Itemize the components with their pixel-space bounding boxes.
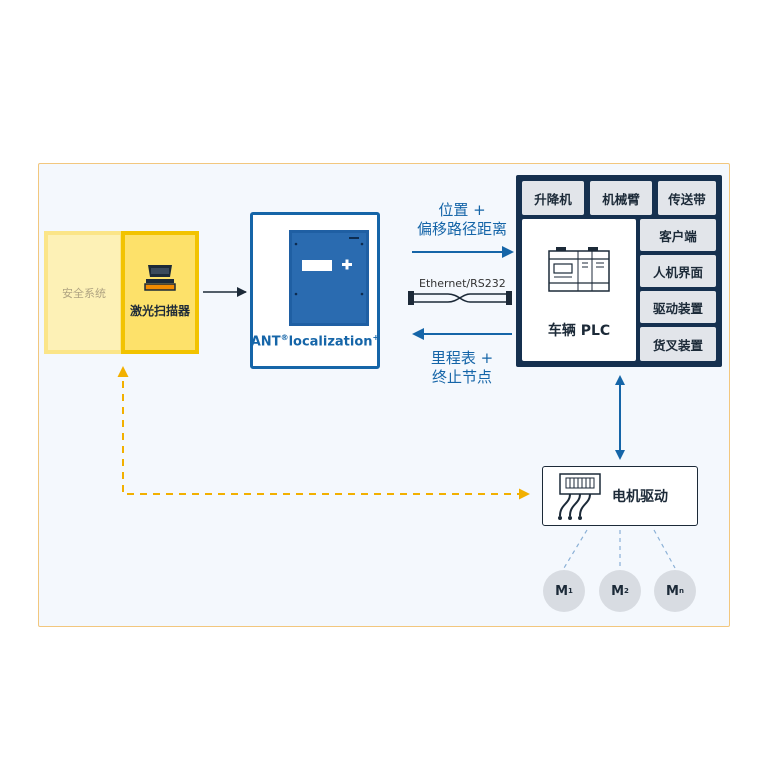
plc-top-item-arm: 机械臂 xyxy=(590,181,652,215)
ant-localization-label: ANT®localization+ xyxy=(250,333,380,350)
motor-drive-label: 电机驱动 xyxy=(612,489,668,505)
ethernet-cable xyxy=(408,291,512,305)
motor-drive-icon xyxy=(558,473,601,520)
laser-scanner-box xyxy=(121,231,199,354)
laser-scanner-icon xyxy=(144,265,176,291)
plc-top-item-lifter: 升降机 xyxy=(522,181,584,215)
drive-to-motor-1-line xyxy=(563,529,588,569)
plc-icon xyxy=(548,247,610,292)
plc-side-item-hmi: 人机界面 xyxy=(640,255,716,287)
safety-system-box xyxy=(44,231,124,354)
vehicle-plc-label: 车辆 PLC xyxy=(547,323,611,339)
plc-top-item-conveyor: 传送带 xyxy=(658,181,716,215)
drive-to-motor-n-line xyxy=(653,529,676,569)
ant-device-icon xyxy=(289,230,369,326)
laser-scanner-label: 激光扫描器 xyxy=(129,304,190,318)
safety-system-label: 安全系统 xyxy=(62,286,106,300)
safety-dashed-arrow xyxy=(117,366,530,500)
plc-side-item-drive: 驱动装置 xyxy=(640,291,716,323)
position-text: 位置 + 偏移路径距离 xyxy=(416,201,507,238)
ethernet-label: Ethernet/RS232 xyxy=(419,277,506,290)
plc-side-item-fork: 货叉装置 xyxy=(640,327,716,361)
plc-side-item-client: 客户端 xyxy=(640,219,716,251)
